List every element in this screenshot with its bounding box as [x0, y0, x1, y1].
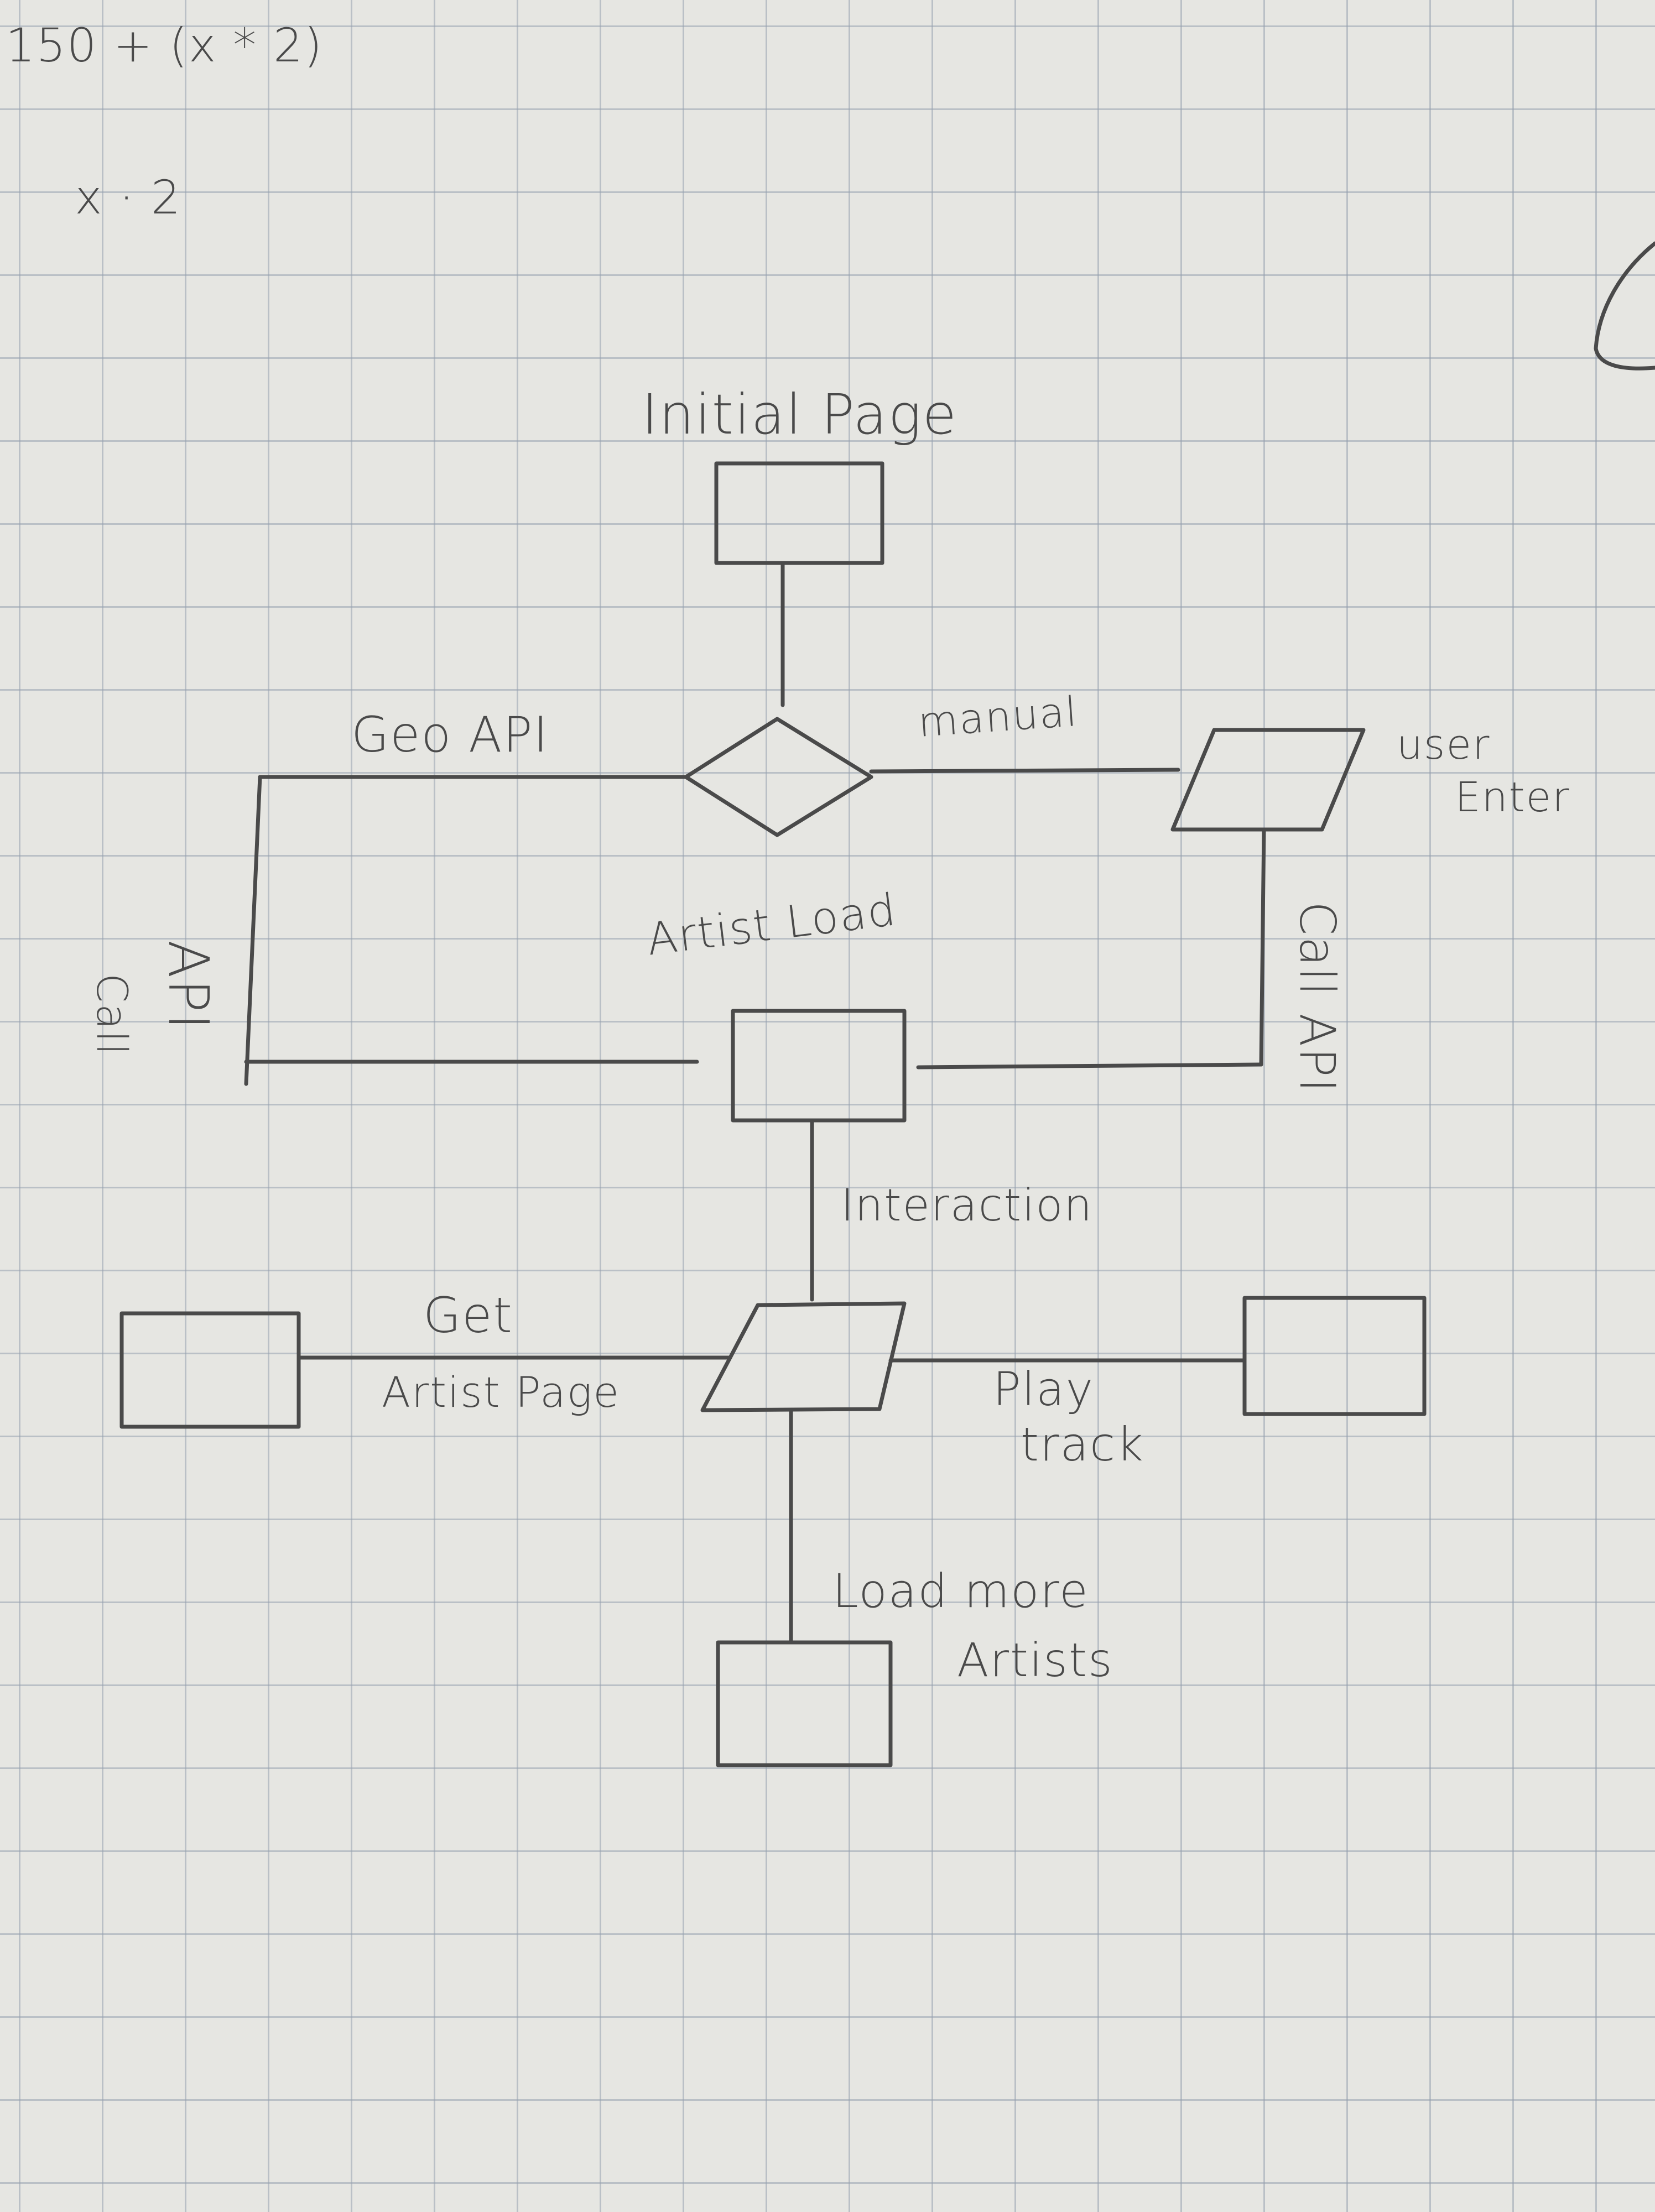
- call-api-right-label: Call API: [1289, 901, 1346, 1094]
- play-track-label-line1: Play: [993, 1362, 1095, 1416]
- load-more-label-line1: Load more: [832, 1564, 1089, 1618]
- artist-load-box: [731, 1009, 907, 1123]
- right-to-artist-load-line: [916, 1062, 1263, 1070]
- margin-stroke: [1594, 241, 1655, 371]
- manual-label: manual: [917, 687, 1080, 747]
- player-box: [1242, 1296, 1427, 1416]
- load-more-label-line2: Artists: [957, 1633, 1113, 1687]
- decision-diamond: [684, 717, 873, 837]
- formula-note-second: x · 2: [75, 170, 182, 225]
- call-api-left-label-line1: Call: [87, 973, 137, 1056]
- interaction-parallelogram: [700, 1301, 907, 1412]
- more-artists-box: [716, 1640, 893, 1767]
- get-artist-page-label-line2: Artist Page: [382, 1368, 621, 1417]
- get-artist-page-label-line1: Get: [423, 1287, 513, 1344]
- user-enter-parallelogram: [1170, 728, 1366, 832]
- interaction-label: Interaction: [841, 1180, 1094, 1231]
- geo-api-label: Geo API: [351, 706, 549, 763]
- user-enter-label-line2: Enter: [1455, 774, 1570, 821]
- manual-line: [869, 768, 1180, 774]
- artist-page-box: [119, 1311, 301, 1429]
- user-enter-label-line1: user: [1397, 721, 1491, 769]
- call-api-left-label-line2: API: [156, 940, 221, 1031]
- initial-page-box: [714, 461, 884, 565]
- call-api-left-line: [244, 775, 262, 1086]
- call-api-right-line: [1259, 827, 1266, 1067]
- play-track-label-line2: track: [1021, 1417, 1144, 1472]
- formula-note-top: 150 + (x * 2): [6, 18, 324, 72]
- initial-page-label: Initial Page: [642, 382, 958, 447]
